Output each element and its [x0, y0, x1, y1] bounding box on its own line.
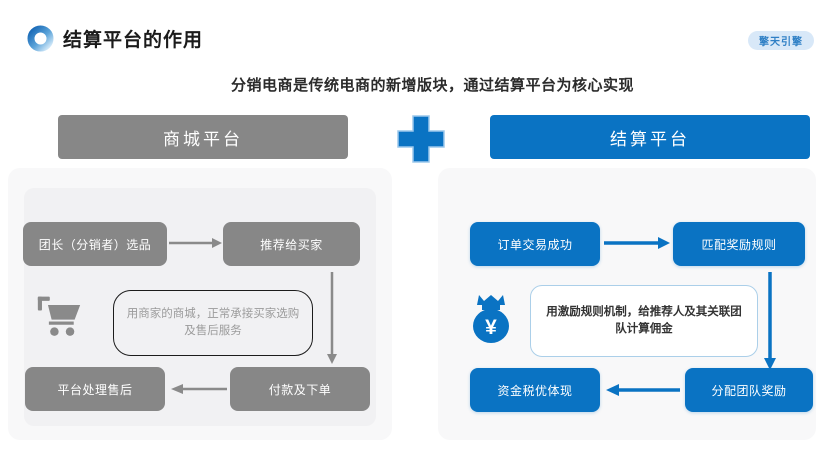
yuan-symbol: ¥	[485, 316, 497, 339]
mall-note: 用商家的商城，正常承接买家选购及售后服务	[113, 290, 313, 356]
arrow-left-icon	[171, 384, 227, 394]
arrow-down-icon	[327, 272, 337, 364]
mall-step-aftersale: 平台处理售后	[25, 367, 165, 411]
settlement-note: 用激励规则机制，给推荐人及其关联团队计算佣金	[530, 285, 758, 357]
mall-step-pay: 付款及下单	[230, 367, 370, 411]
settlement-step-match: 匹配奖励规则	[673, 222, 805, 266]
money-bag-icon: ¥	[473, 295, 509, 343]
mall-header: 商城平台	[58, 115, 348, 159]
mall-step-select: 团长（分销者）选品	[23, 222, 167, 266]
brand-badge: 擎天引擎	[748, 31, 814, 50]
settlement-step-withdraw: 资金税优体现	[470, 368, 600, 412]
plus-icon	[396, 114, 446, 164]
arrow-down-icon	[764, 272, 776, 370]
mall-panel: 团长（分销者）选品 推荐给买家 用商家的商城，正常承接买家选购及售后服务 平台处	[8, 168, 392, 440]
settlement-step-order: 订单交易成功	[470, 222, 600, 266]
settlement-step-distribute: 分配团队奖励	[685, 368, 813, 412]
arrow-right-icon	[604, 237, 670, 249]
page-title: 结算平台的作用	[63, 30, 204, 51]
brand-ring-icon	[27, 25, 54, 52]
arrow-right-icon	[169, 238, 222, 248]
shopping-cart-icon	[37, 296, 81, 336]
slide-subtitle: 分销电商是传统电商的新增版块，通过结算平台为核心实现	[230, 77, 634, 94]
slide-header: 结算平台的作用	[27, 25, 203, 52]
settlement-header: 结算平台	[490, 115, 810, 159]
settlement-panel: 订单交易成功 匹配奖励规则 ¥ 用激励规则机制，给推荐人及其关联团队计算佣金 资…	[438, 168, 816, 440]
arrow-left-icon	[606, 384, 680, 396]
mall-step-recommend: 推荐给买家	[223, 222, 360, 266]
